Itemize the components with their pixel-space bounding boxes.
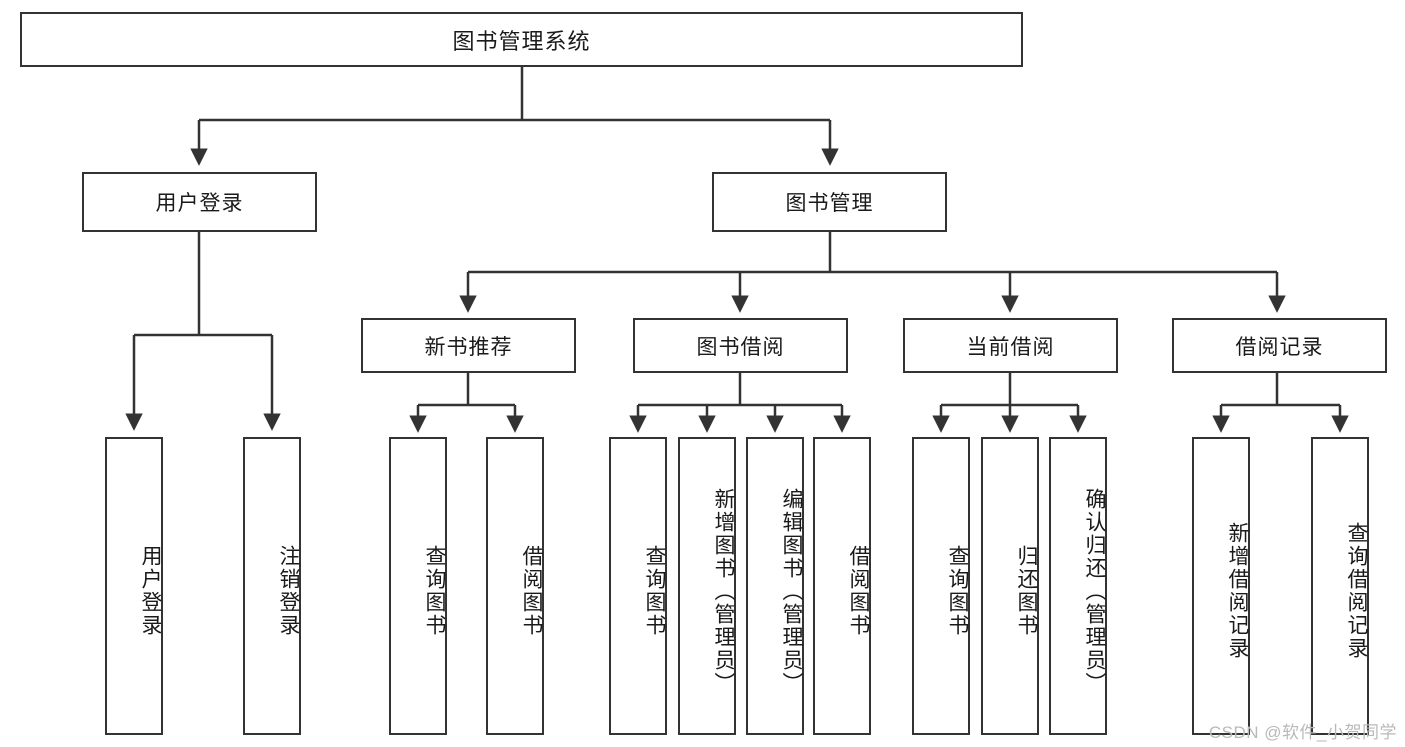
node-root-label: 图书管理系统 — [452, 28, 591, 54]
node-leaf-add-record-label: 新增借阅记录 — [1226, 522, 1249, 660]
node-leaf-borrow-book-2[interactable]: 借阅图书 — [813, 437, 871, 735]
node-borrow-record-label: 借阅记录 — [1235, 335, 1324, 359]
node-book-borrow[interactable]: 图书借阅 — [633, 318, 848, 373]
node-leaf-borrow-book-1[interactable]: 借阅图书 — [486, 437, 544, 735]
node-leaf-add-record[interactable]: 新增借阅记录 — [1192, 437, 1250, 735]
node-new-book-recommend-label: 新书推荐 — [424, 335, 513, 359]
node-leaf-return-book[interactable]: 归还图书 — [981, 437, 1039, 735]
node-leaf-borrow-book-1-label: 借阅图书 — [520, 545, 543, 637]
node-book-manage-label: 图书管理 — [785, 192, 874, 215]
node-leaf-return-book-label: 归还图书 — [1015, 545, 1038, 637]
node-leaf-query-record-label: 查询借阅记录 — [1345, 522, 1368, 660]
node-current-borrow[interactable]: 当前借阅 — [903, 318, 1118, 373]
node-leaf-query-book-2-label: 查询图书 — [643, 545, 666, 637]
node-leaf-query-book-2[interactable]: 查询图书 — [609, 437, 667, 735]
node-leaf-query-book-3-label: 查询图书 — [946, 545, 969, 637]
node-leaf-borrow-book-2-label: 借阅图书 — [847, 545, 870, 637]
node-leaf-user-logout-label: 注销登录 — [277, 545, 300, 637]
node-leaf-user-logout[interactable]: 注销登录 — [243, 437, 301, 735]
node-user-login-label: 用户登录 — [155, 192, 244, 215]
node-leaf-query-book-1[interactable]: 查询图书 — [389, 437, 447, 735]
node-leaf-edit-book-label: 编辑图书（管理员） — [780, 487, 803, 695]
node-leaf-query-book-3[interactable]: 查询图书 — [912, 437, 970, 735]
node-leaf-confirm-return[interactable]: 确认归还（管理员） — [1049, 437, 1107, 735]
node-borrow-record[interactable]: 借阅记录 — [1172, 318, 1387, 373]
node-leaf-user-login[interactable]: 用户登录 — [105, 437, 163, 735]
node-root[interactable]: 图书管理系统 — [20, 12, 1023, 67]
node-new-book-recommend[interactable]: 新书推荐 — [361, 318, 576, 373]
node-leaf-add-book-label: 新增图书（管理员） — [712, 487, 735, 695]
node-leaf-add-book[interactable]: 新增图书（管理员） — [678, 437, 736, 735]
node-leaf-query-book-1-label: 查询图书 — [423, 545, 446, 637]
node-user-login[interactable]: 用户登录 — [82, 172, 317, 232]
node-leaf-edit-book[interactable]: 编辑图书（管理员） — [746, 437, 804, 735]
node-book-borrow-label: 图书借阅 — [696, 335, 785, 359]
csdn-watermark: CSDN @软件_小贺同学 — [1208, 723, 1397, 742]
node-leaf-confirm-return-label: 确认归还（管理员） — [1083, 487, 1106, 695]
node-leaf-query-record[interactable]: 查询借阅记录 — [1311, 437, 1369, 735]
node-leaf-user-login-label: 用户登录 — [139, 545, 162, 637]
node-book-manage[interactable]: 图书管理 — [712, 172, 947, 232]
node-current-borrow-label: 当前借阅 — [966, 335, 1055, 359]
